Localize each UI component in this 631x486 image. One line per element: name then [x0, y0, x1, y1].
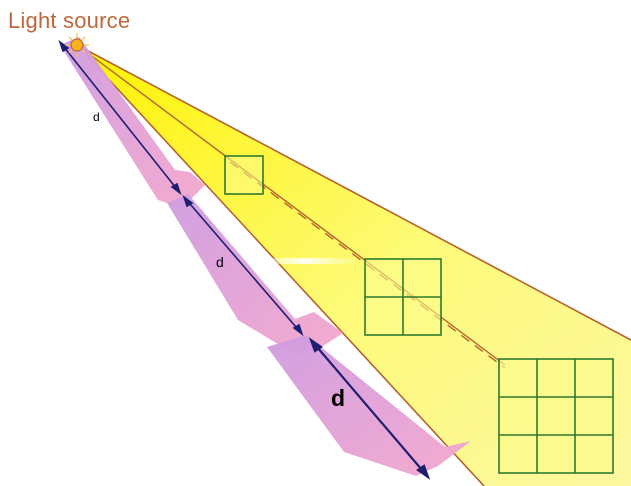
grid-3x3	[498, 358, 614, 474]
distance-line-3	[308, 337, 431, 480]
cone-edge-lower	[76, 44, 485, 486]
light-glow	[250, 258, 360, 264]
light-cone	[77, 45, 631, 486]
distance-label-third: d	[331, 385, 346, 411]
light-source-icon	[65, 33, 89, 57]
light-source-label: Light source	[8, 8, 131, 33]
distance-label-second: d	[216, 254, 224, 270]
distance-arrow-1	[60, 37, 205, 204]
distance-line-1	[58, 39, 182, 196]
distance-arrow-3	[267, 335, 471, 476]
distance-line-2	[182, 194, 304, 337]
grid-1x1	[224, 155, 264, 195]
grid-2x2	[364, 258, 442, 336]
distance-arrow-2	[167, 194, 343, 355]
cone-edge-upper	[76, 44, 631, 341]
distance-label-first: d	[93, 110, 100, 124]
